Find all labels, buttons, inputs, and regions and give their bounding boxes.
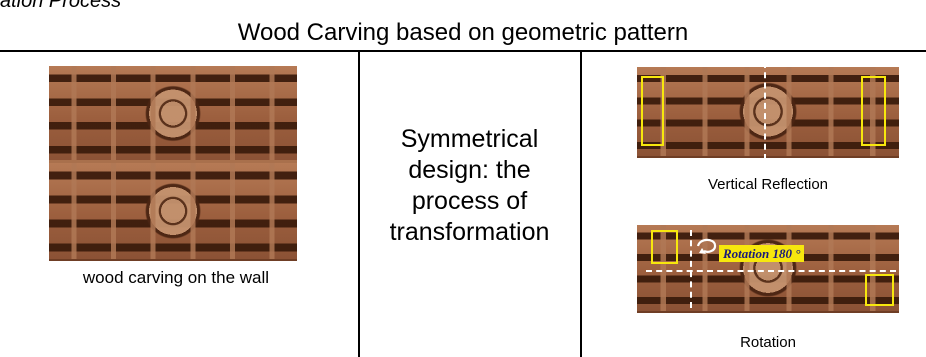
title-rule: [0, 50, 926, 52]
rotation-caption: Rotation: [740, 334, 796, 351]
wood-carving-image-bottom: [49, 163, 297, 261]
rotation-image: [637, 225, 899, 313]
page-title: Wood Carving based on geometric pattern: [237, 19, 689, 46]
reflection-axis-line: [764, 62, 766, 160]
middle-description: Symmetrical design: the process of trans…: [389, 125, 550, 246]
highlight-box-right: [861, 76, 886, 146]
column-divider-right: [580, 52, 582, 357]
rotation-label: Rotation 180 °: [719, 245, 805, 262]
curved-arrow-icon: [696, 238, 717, 254]
top-caption: ation Process: [0, 0, 122, 12]
highlight-box-topleft: [651, 230, 678, 264]
reflection-image: [637, 67, 899, 158]
rotation-axis-vertical: [690, 230, 692, 308]
wood-carving-image-top: [49, 66, 297, 163]
left-caption: wood carving on the wall: [82, 268, 270, 287]
rotation-axis-horizontal: [646, 270, 896, 272]
highlight-box-bottomright: [865, 274, 894, 306]
column-divider-left: [358, 52, 360, 357]
reflection-caption: Vertical Reflection: [707, 176, 829, 193]
carving-divider: [49, 160, 297, 164]
highlight-box-left: [641, 76, 664, 146]
